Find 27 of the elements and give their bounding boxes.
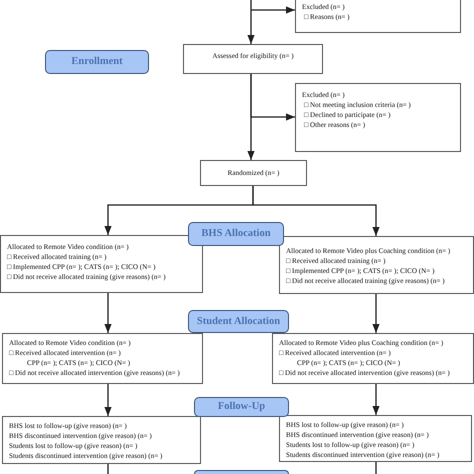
phase-label-box — [188, 310, 289, 333]
phase-label-box — [188, 222, 284, 246]
phase-label-box — [194, 397, 289, 417]
process-box — [200, 160, 307, 186]
process-box — [272, 333, 474, 384]
process-box — [279, 236, 474, 294]
arrow — [372, 384, 380, 415]
phase-label-box — [45, 50, 149, 74]
process-box — [2, 333, 203, 384]
process-box — [295, 0, 461, 33]
phase-label: BHS Allocation — [201, 227, 271, 241]
phase-label: Student Allocation — [196, 314, 280, 328]
process-box — [295, 83, 461, 152]
arrow — [104, 384, 112, 416]
phase-label: Enrollment — [71, 55, 123, 69]
phase-label-box — [194, 470, 289, 474]
process-box — [183, 44, 323, 74]
arrow — [247, 74, 255, 160]
phase-label: Follow-Up — [218, 400, 266, 414]
arrow — [104, 293, 112, 333]
arrow — [247, 0, 255, 44]
process-box — [279, 415, 472, 462]
arrow — [251, 6, 295, 14]
process-box — [0, 235, 203, 293]
arrow — [372, 294, 380, 333]
process-box — [2, 416, 201, 464]
arrow — [252, 186, 380, 236]
